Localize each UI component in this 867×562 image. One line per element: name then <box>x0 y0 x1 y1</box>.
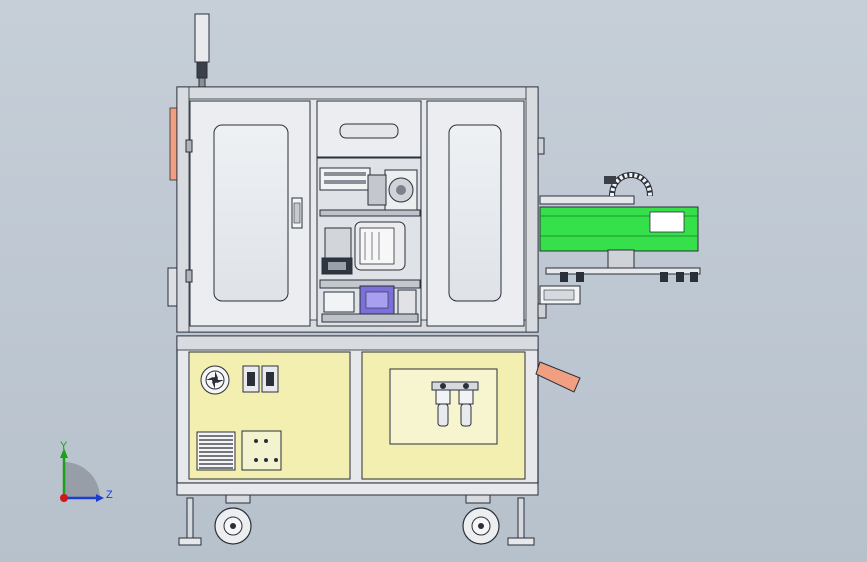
leveling-foot-right <box>507 497 535 546</box>
rocker-switch-icon[interactable] <box>261 365 279 393</box>
caster-wheel-icon <box>462 494 500 545</box>
caster-wheel-icon <box>214 494 252 545</box>
leveling-foot-left <box>178 497 202 546</box>
vent-grille <box>196 431 236 471</box>
filter-regulator-icon <box>431 381 479 427</box>
triad-y-label: Y <box>60 440 68 452</box>
fan-icon <box>200 365 230 395</box>
discharge-chute <box>535 361 581 393</box>
center-mechanism <box>316 157 422 327</box>
right-door[interactable] <box>426 100 525 327</box>
triad-z-label: Z <box>106 489 113 501</box>
left-door[interactable] <box>185 100 311 327</box>
stack-light-icon <box>194 13 210 89</box>
rocker-switch-icon[interactable] <box>242 365 260 393</box>
center-top-panel[interactable] <box>316 100 422 158</box>
conveyor <box>539 172 701 305</box>
coordinate-triad <box>60 448 104 502</box>
base-rail <box>176 482 539 496</box>
connector-plate <box>241 430 282 471</box>
